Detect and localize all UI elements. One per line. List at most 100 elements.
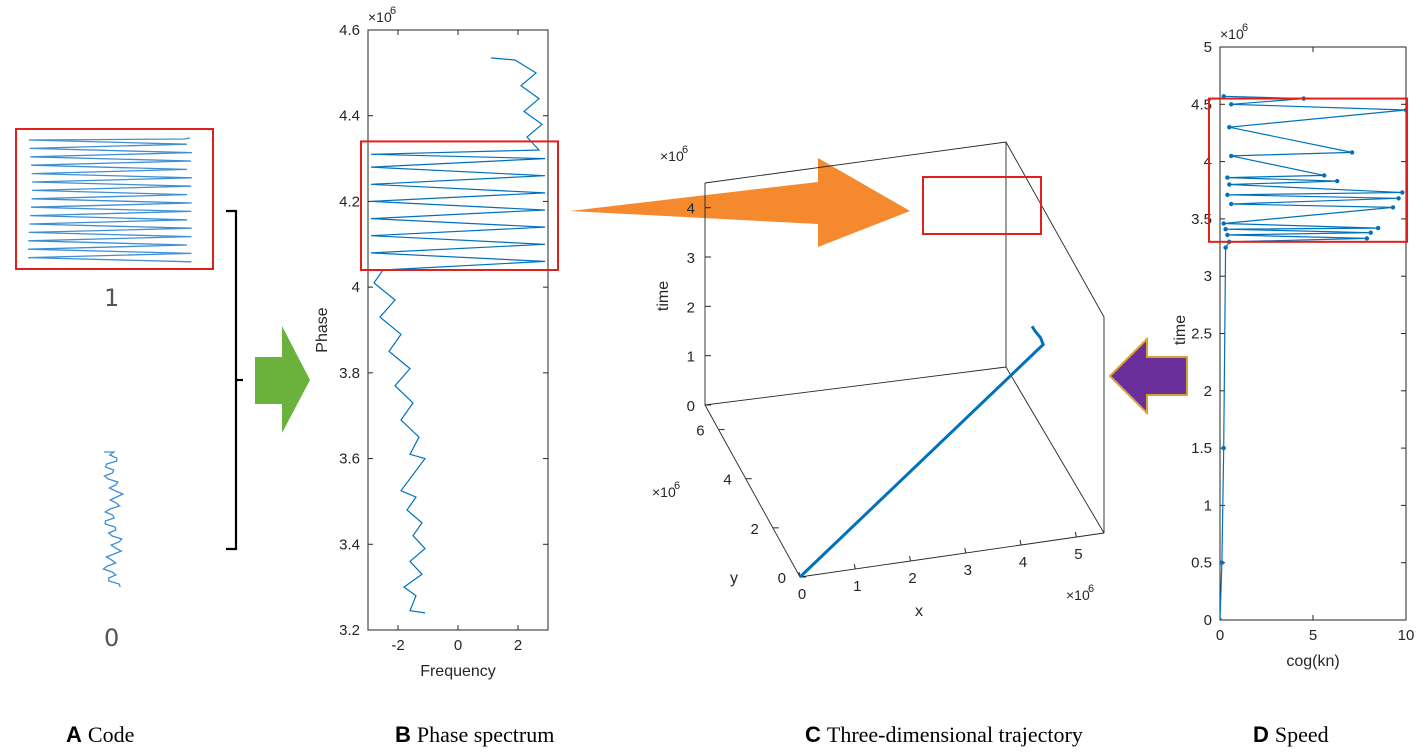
c-z-tick-label: 2 [687,299,695,316]
b-x-tick-label: 0 [454,637,462,654]
c-x-tick-mark [1074,531,1077,538]
d-data-point [1375,225,1381,231]
d-data-point [1227,125,1232,130]
code-waveform-1 [27,137,192,263]
d-x-tick-label: 10 [1398,627,1415,644]
c-z-tick-label: 1 [687,349,695,366]
d-data-point [1225,232,1230,238]
b-y-tick-label: 3.8 [339,365,360,382]
d-exponent-power: 6 [1242,22,1248,34]
d-y-tick-label: 5 [1204,39,1212,56]
d-data-point [1221,221,1226,226]
c-z-tick-label: 3 [687,250,695,267]
code-bracket [226,209,243,551]
d-y-tick-label: 4.5 [1191,96,1212,113]
b-y-tick-label: 4.6 [339,22,360,39]
d-data-point [1223,227,1228,232]
c-x-tick-mark [853,563,856,570]
d-y-tick-label: 2.5 [1191,326,1212,343]
d-y-tick-label: 4 [1204,154,1212,171]
code-highlight-box [15,128,214,270]
c-x-tick-label: 3 [964,562,972,579]
b-y-tick-label: 3.6 [339,451,360,468]
c-series-line [798,325,1045,579]
d-data-point [1403,107,1406,113]
d-data-point [1220,560,1225,565]
d-data-point [1390,205,1396,210]
c-z-label: time [655,281,672,311]
b-y-tick-label: 4.2 [339,193,360,210]
d-data-point [1225,175,1230,180]
c-y-tick-label: 0 [778,570,786,587]
c-y-tick-label: 6 [696,423,704,440]
b-x-label: Frequency [420,663,496,680]
c-y-tick-label: 4 [723,472,731,489]
d-y-label: time [1172,315,1189,345]
panel-a-code: 1 0 [15,128,243,652]
c-y-exponent-power: 6 [674,480,680,492]
b-highlight-box [360,140,559,271]
d-data-point [1364,236,1370,241]
c-y-tick-label: 2 [751,521,759,538]
code-label-one: 1 [104,284,119,312]
d-data-point [1396,196,1401,201]
d-data-point [1227,182,1232,187]
code-label-zero: 0 [104,624,119,652]
purple-arrow [1108,336,1188,416]
code-waveform-0 [102,451,125,588]
d-data-point [1229,153,1234,159]
d-data-point [1368,230,1373,235]
d-data-point [1225,192,1230,197]
b-y-tick-label: 3.2 [339,622,360,639]
c-x-tick-label: 1 [853,578,861,595]
d-data-point [1349,150,1355,155]
c-x-tick-label: 2 [908,570,916,587]
c-x-tick-label: 4 [1019,554,1027,571]
c-x-tick-label: 5 [1074,546,1082,563]
c-z-tick-label: 4 [687,201,695,218]
c-z-exponent-base: ×10 [660,148,684,164]
green-arrow [255,326,310,433]
b-y-tick-label: 4.4 [339,108,360,125]
c-highlight-box [922,176,1042,235]
d-data-point [1335,178,1340,184]
d-x-label: cog(kn) [1286,653,1339,670]
d-data-point [1223,245,1228,250]
d-y-tick-label: 3.5 [1191,211,1212,228]
d-data-point [1229,201,1234,207]
d-axes-box [1219,46,1407,621]
b-series-line [370,57,546,614]
d-exponent-base: ×10 [1220,26,1244,42]
d-data-point [1221,445,1226,451]
b-exponent-base: ×10 [368,9,392,25]
b-x-tick-label: -2 [391,637,404,654]
c-z-tick-label: 0 [687,398,695,415]
d-data-point [1229,102,1234,107]
d-y-tick-label: 3 [1204,268,1212,285]
d-y-tick-label: 1 [1204,497,1212,514]
b-x-tick-label: 2 [514,637,522,654]
d-data-point [1220,617,1223,620]
d-highlight-box [1208,97,1408,243]
c-y-label: y [730,570,738,587]
d-y-tick-label: 2 [1204,383,1212,400]
b-y-tick-label: 4 [352,279,360,296]
d-x-tick-label: 0 [1216,627,1224,644]
c-z-exponent-power: 6 [682,144,688,156]
c-x-tick-mark [909,555,912,562]
orange-arrow [570,158,910,247]
c-x-tick-label: 0 [798,586,806,603]
d-data-point [1221,94,1226,99]
d-data-point [1322,173,1327,178]
b-exponent-power: 6 [390,5,396,17]
